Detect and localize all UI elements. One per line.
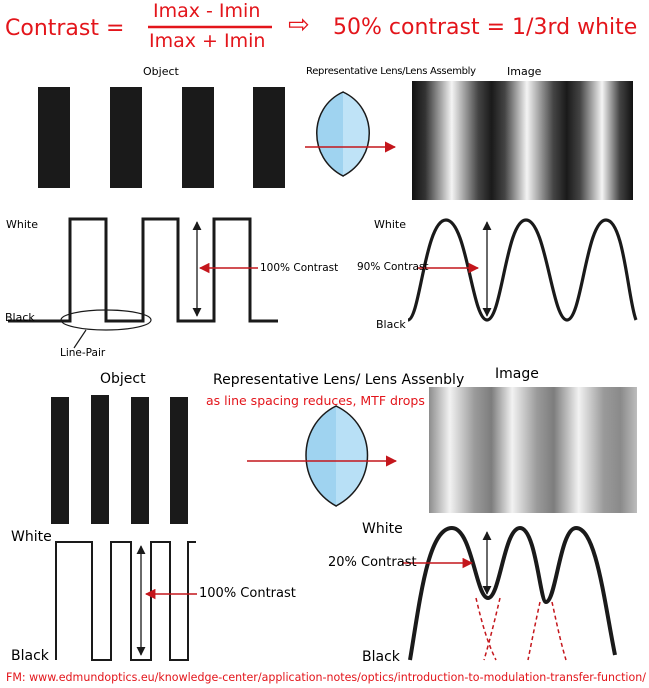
bottom-object-bar-4 (170, 397, 188, 524)
top-right-contrast-label: 90% Contrast (357, 261, 429, 273)
bottom-left-square-wave (55, 541, 196, 661)
top-right-sine-wave (407, 218, 638, 322)
bottom-right-white-label: White (362, 521, 403, 537)
top-image-gradient (412, 81, 633, 200)
bottom-right-black-label: Black (362, 649, 400, 665)
bottom-lens (247, 405, 398, 507)
bottom-right-wave (408, 525, 617, 661)
bottom-image-gradient (429, 387, 637, 513)
top-right-white-label: White (374, 218, 406, 231)
line-pair-ellipse (60, 309, 152, 331)
top-object-bars (38, 87, 285, 188)
top-left-contrast-label: 100% Contrast (260, 262, 339, 274)
bottom-object-bar-1 (51, 397, 69, 524)
bottom-right-contrast-label: 20% Contrast (328, 555, 417, 570)
arrow-icon: ⇨ (288, 10, 310, 40)
top-object-label: Object (143, 65, 179, 78)
top-left-square-wave (8, 217, 278, 323)
bottom-lens-label: Representative Lens/ Lens Assenbly (213, 372, 465, 388)
top-left-black-label: Black (5, 311, 35, 324)
bottom-object-bar-2 (91, 395, 109, 524)
top-right-black-label: Black (376, 318, 406, 331)
line-pair-label: Line-Pair (60, 347, 106, 359)
formula-result: 50% contrast = 1/3rd white (333, 15, 638, 40)
bottom-object-bar-3 (131, 397, 149, 524)
top-object-bar-2 (110, 87, 142, 188)
bottom-left-black-label: Black (11, 648, 49, 664)
formula-numerator: Imax - Imin (153, 0, 261, 22)
bottom-left-white-label: White (11, 529, 52, 545)
mtf-note: as line spacing reduces, MTF drops (206, 393, 425, 408)
top-object-bar-4 (253, 87, 285, 188)
bottom-left-contrast-label: 100% Contrast (199, 586, 296, 601)
bottom-object-bars (51, 395, 188, 524)
contrast-label: Contrast = (5, 16, 125, 41)
top-left-white-label: White (6, 218, 38, 231)
top-object-bar-3 (182, 87, 214, 188)
bottom-object-label: Object (100, 371, 146, 387)
line-pair-leader (73, 329, 87, 349)
bottom-image-label: Image (495, 366, 539, 382)
source-footnote: FM: www.edmundoptics.eu/knowledge-center… (6, 670, 646, 684)
top-lens-label: Representative Lens/Lens Assembly (306, 66, 476, 77)
top-image-label: Image (507, 65, 542, 78)
formula-denominator: Imax + Imin (149, 30, 266, 52)
top-lens (305, 91, 397, 177)
top-object-bar-1 (38, 87, 70, 188)
